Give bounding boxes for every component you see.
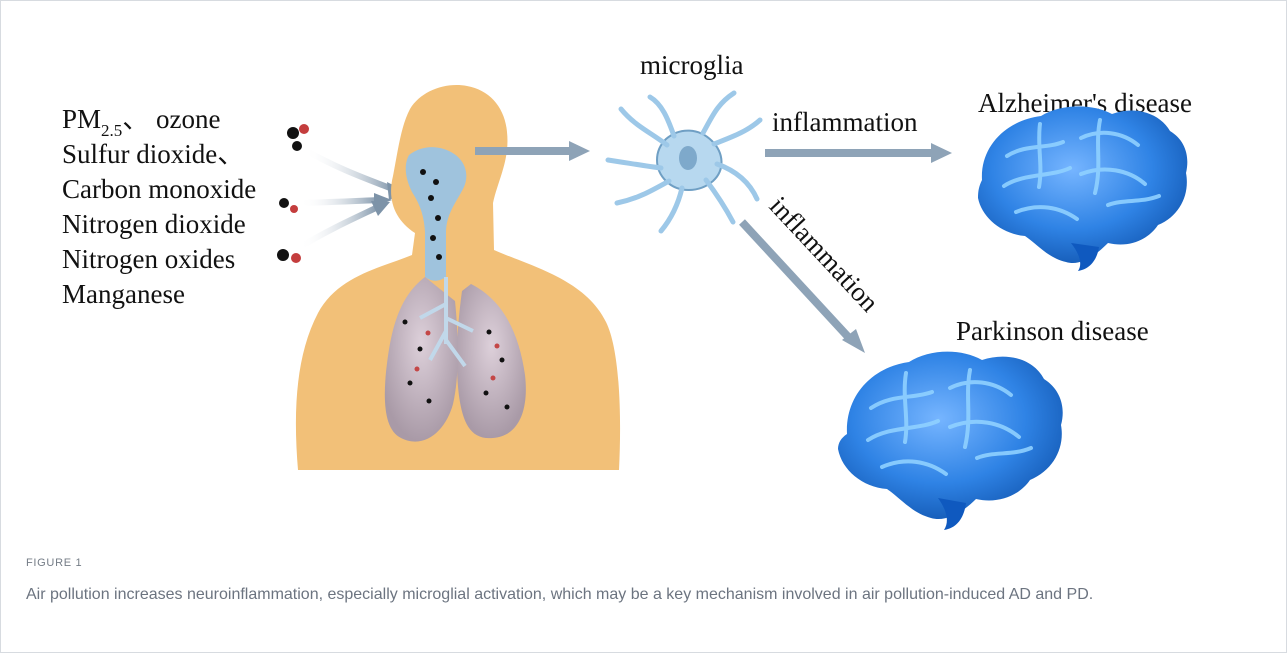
particle-icon (426, 331, 431, 336)
particle-icon (292, 141, 302, 151)
microglia-icon (608, 93, 760, 231)
figure-caption: Air pollution increases neuroinflammatio… (26, 583, 1256, 606)
pollutant-nitrogen-oxides: Nitrogen oxides (62, 244, 235, 274)
inhale-arrow-top (305, 150, 395, 190)
arrow-head-icon (931, 143, 952, 163)
particle-icon (420, 169, 426, 175)
particle-icon (495, 344, 500, 349)
particle-icon (430, 235, 436, 241)
arrow-head-icon (569, 141, 590, 161)
inflammation-label-lower: inflammation (764, 191, 885, 318)
inhale-arrow-bottom (300, 206, 380, 247)
particle-icon (415, 367, 420, 372)
microglia-nucleus-icon (679, 146, 697, 170)
arrow-to-alzheimers (765, 143, 952, 163)
pollutant-manganese: Manganese (62, 279, 185, 309)
pollutant-sulfur-dioxide: Sulfur dioxide、 (62, 139, 244, 169)
pollutant-pm25: PM2.5、 ozone (62, 104, 221, 140)
particle-icon (287, 127, 299, 139)
microglia-label: microglia (640, 50, 743, 80)
inhalation-arrows (300, 150, 407, 247)
particle-icon (299, 124, 309, 134)
inhale-arrow-middle (300, 200, 380, 203)
particle-icon (291, 253, 301, 263)
particle-icon (436, 254, 442, 260)
particle-icon (435, 215, 441, 221)
particle-icon (433, 179, 439, 185)
brain-shape (838, 352, 1063, 519)
particle-icon (408, 381, 413, 386)
particle-icon (427, 399, 432, 404)
particle-icon (484, 391, 489, 396)
particle-icon (491, 376, 496, 381)
particle-icon (428, 195, 434, 201)
particle-icon (279, 198, 289, 208)
particle-icon (500, 358, 505, 363)
pollutant-nitrogen-dioxide: Nitrogen dioxide (62, 209, 246, 239)
alzheimers-brain-icon (978, 106, 1187, 271)
particle-icon (403, 320, 408, 325)
pollutant-list: PM2.5、 ozone Sulfur dioxide、 Carbon mono… (62, 104, 256, 309)
particle-icon (277, 249, 289, 261)
parkinson-brain-icon (838, 352, 1063, 530)
particle-icon (418, 347, 423, 352)
particle-icon (290, 205, 298, 213)
pollutant-carbon-monoxide: Carbon monoxide (62, 174, 256, 204)
inflammation-label-upper: inflammation (772, 107, 918, 137)
particle-icon (487, 330, 492, 335)
figure-label: FIGURE 1 (26, 557, 82, 569)
parkinson-label: Parkinson disease (956, 316, 1149, 346)
particle-icon (505, 405, 510, 410)
